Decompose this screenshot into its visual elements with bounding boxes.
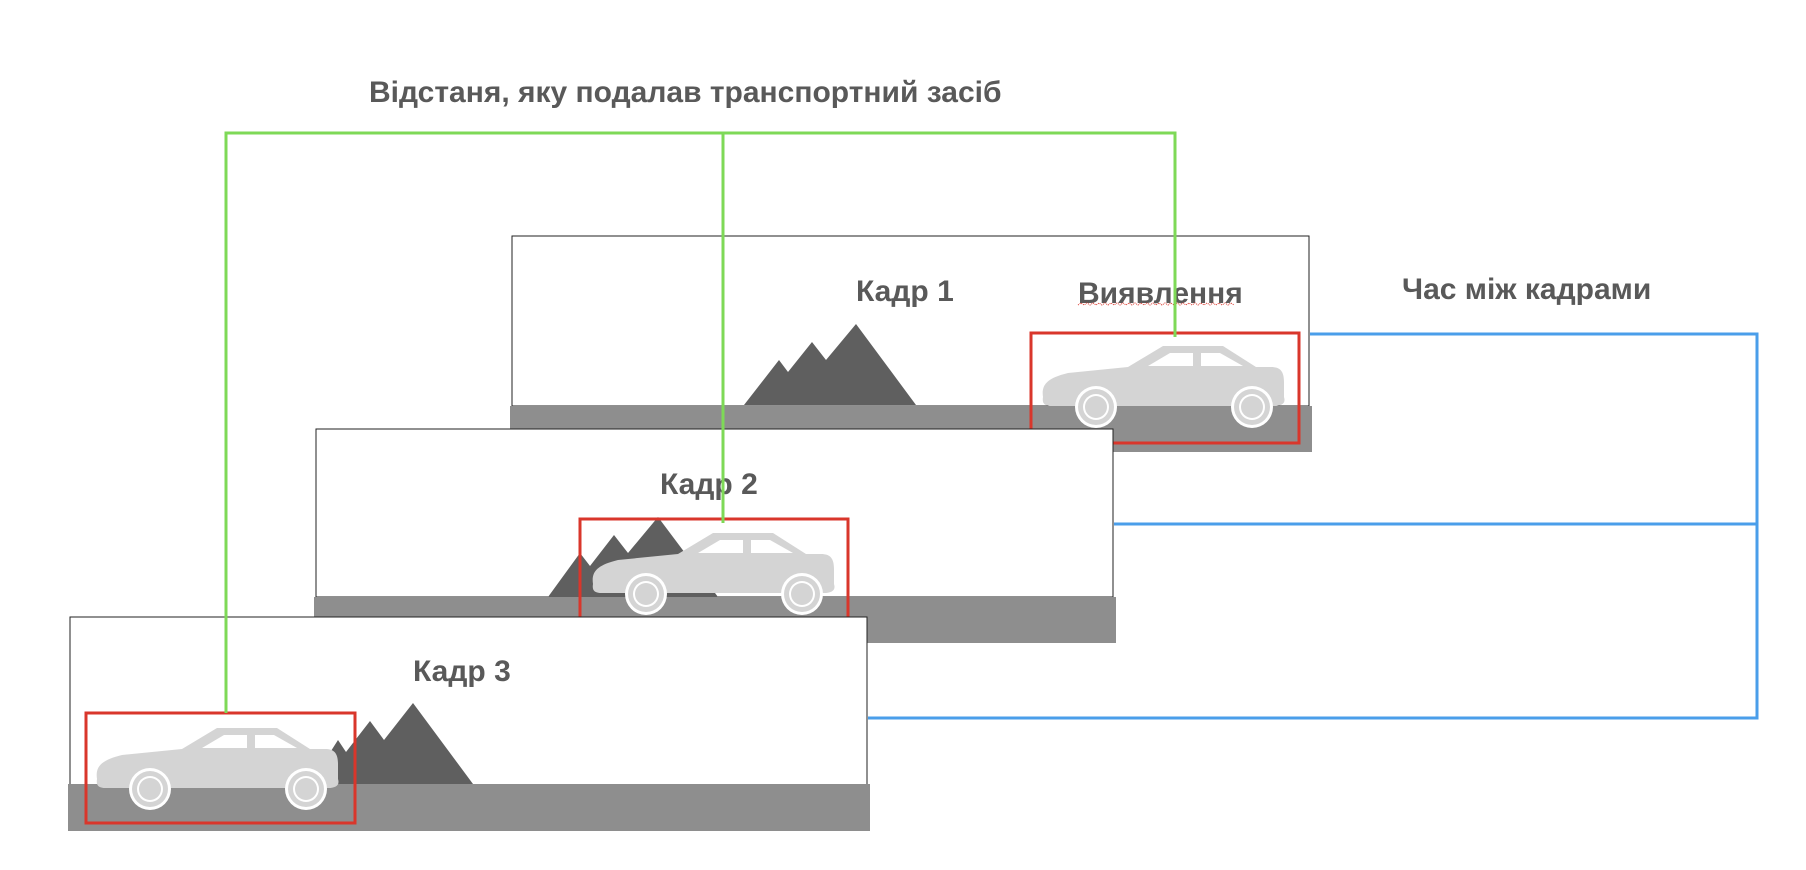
time-label: Час між кадрами <box>1402 273 1651 306</box>
frame-3: Кадр 3 <box>68 616 870 831</box>
frame-1-label: Кадр 1 <box>856 275 954 308</box>
mountain-icon <box>744 324 916 405</box>
detection-label-underline <box>1077 302 1235 306</box>
time-bracket <box>868 332 1759 720</box>
detection-box-3 <box>84 711 357 825</box>
frame-2: Кадр 2 <box>314 428 1116 643</box>
time-connector <box>868 332 1759 720</box>
distance-bracket <box>224 131 1177 713</box>
frame-3-label: Кадр 3 <box>413 655 511 688</box>
frame-1: Кадр 1 Виявлення <box>510 235 1312 452</box>
frame-2-label: Кадр 2 <box>660 468 758 501</box>
distance-title: Відстаня, яку подалав транспортний засіб <box>369 76 1002 109</box>
detection-label: Виявлення <box>1078 277 1243 310</box>
detection-box-1 <box>1029 331 1301 445</box>
distance-connector <box>224 131 1177 713</box>
mountain-icon <box>310 703 473 784</box>
